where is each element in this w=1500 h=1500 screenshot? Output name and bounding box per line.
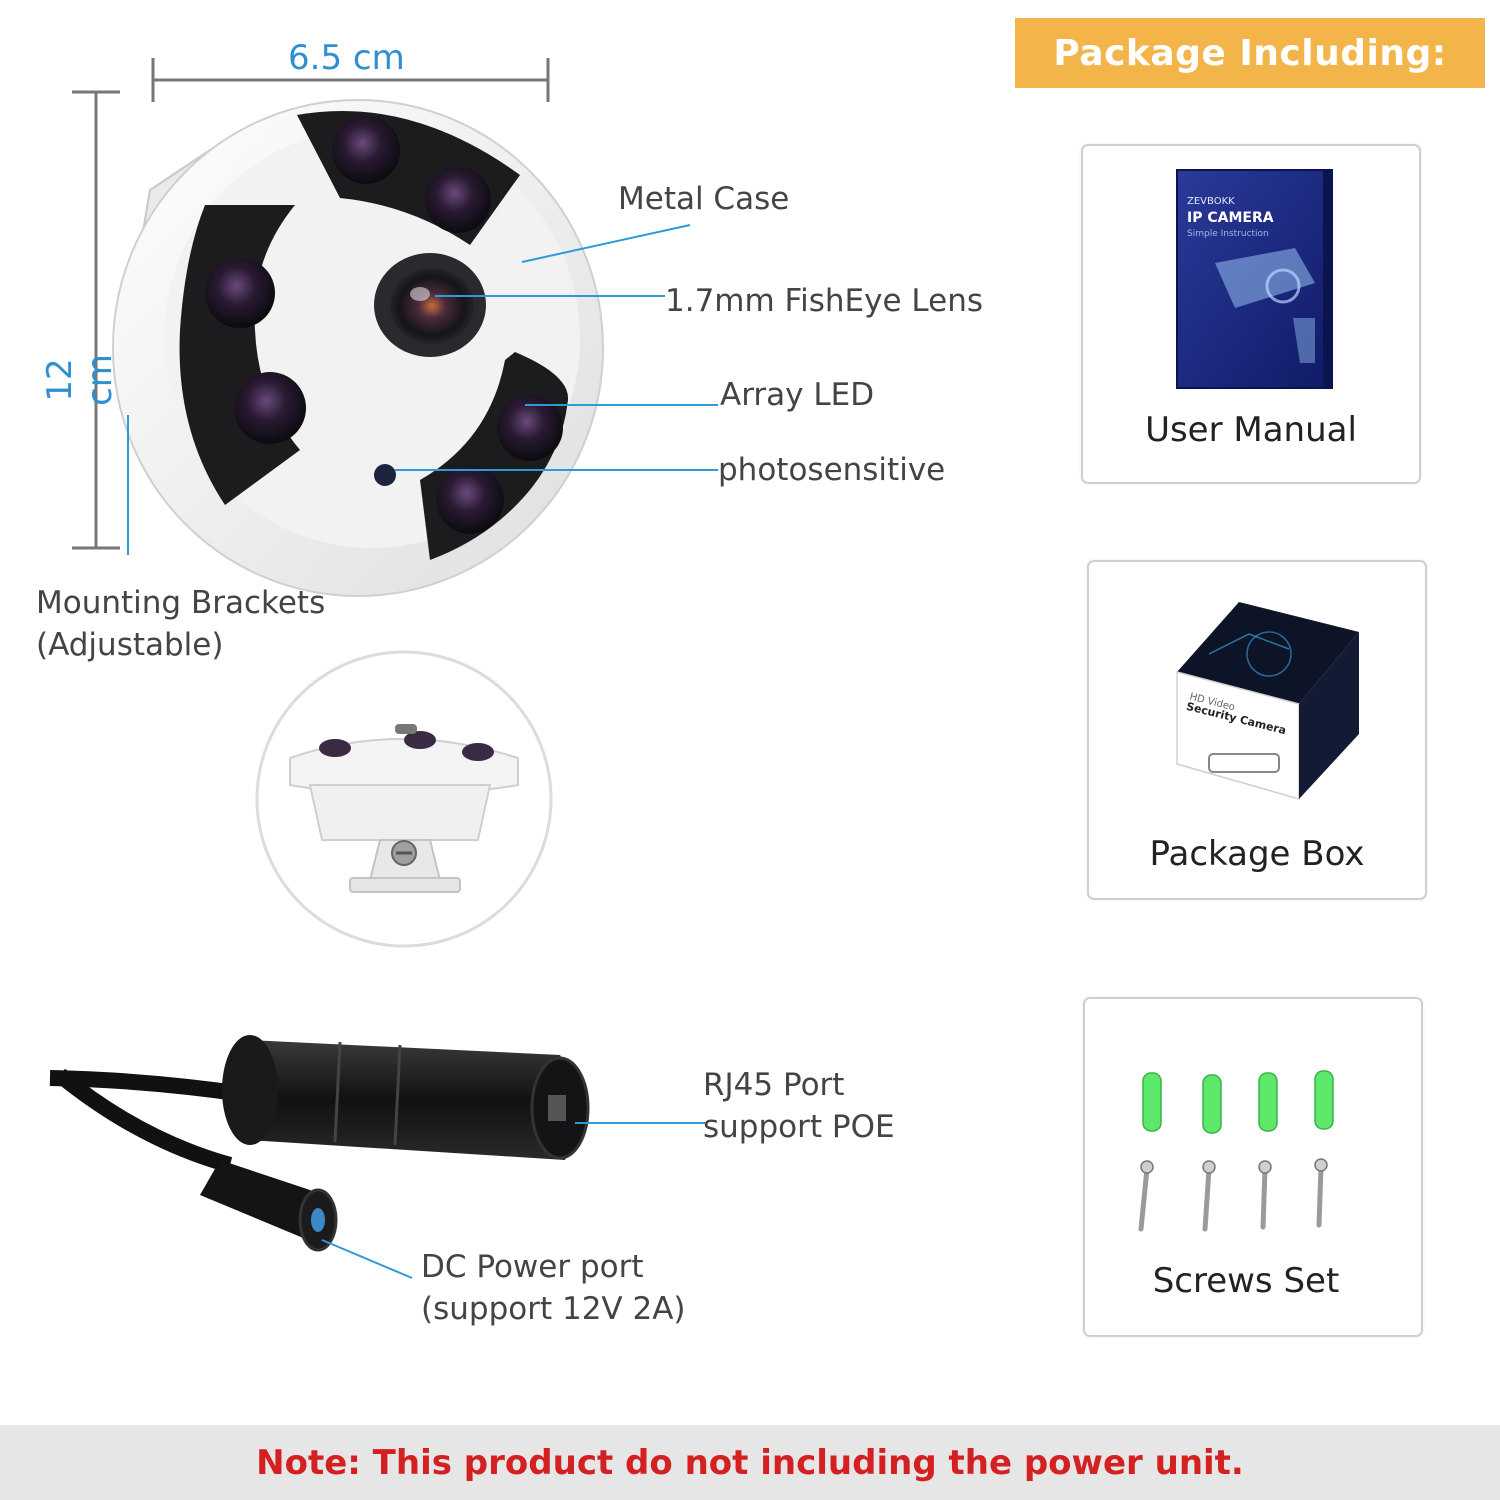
dc-power-callout-sub: (support 12V 2A) xyxy=(421,1291,686,1327)
photosensitive-callout: photosensitive xyxy=(718,452,946,488)
rj45-callout-sub: support POE xyxy=(703,1109,895,1145)
screw-3 xyxy=(1260,1166,1268,1230)
wall-anchor-4 xyxy=(1314,1070,1334,1130)
screws-image xyxy=(1138,1070,1334,1232)
screw-2 xyxy=(1202,1166,1212,1232)
screws-set-label: Screws Set xyxy=(1152,1261,1340,1301)
rj45-callout: RJ45 Port xyxy=(703,1067,845,1103)
width-dimension-label: 6.5 cm xyxy=(288,38,405,78)
side-view xyxy=(255,650,553,948)
cable-leader-lines xyxy=(321,1122,705,1279)
package-header: Package Including: xyxy=(1015,18,1485,88)
user-manual-label: User Manual xyxy=(1145,410,1357,450)
manual-brand: ZEVBOKK xyxy=(1187,196,1235,207)
wall-anchor-1 xyxy=(1142,1072,1162,1132)
package-box-card: HD Video Security Camera Package Box xyxy=(1087,560,1427,900)
callout-leader-lines xyxy=(127,224,718,555)
user-manual-image xyxy=(1176,169,1333,389)
manual-subtitle: Simple Instruction xyxy=(1187,229,1269,239)
package-box-image xyxy=(1176,602,1359,800)
mounting-brackets-callout: Mounting Brackets xyxy=(36,585,326,621)
screw-4 xyxy=(1316,1164,1324,1228)
poe-cable xyxy=(49,1035,590,1252)
metal-case-callout: Metal Case xyxy=(618,181,790,217)
fisheye-lens-callout: 1.7mm FishEye Lens xyxy=(665,283,983,319)
screws-set-card: Screws Set xyxy=(1083,997,1423,1337)
height-dimension-line xyxy=(72,90,120,550)
package-box-label: Package Box xyxy=(1149,834,1365,874)
power-unit-note: Note: This product do not including the … xyxy=(256,1442,1244,1483)
wall-anchor-3 xyxy=(1258,1072,1278,1132)
height-dimension-label: 12 cm xyxy=(40,354,120,406)
array-led-callout: Array LED xyxy=(720,377,875,413)
dome-camera xyxy=(112,99,604,597)
note-bar: Note: This product do not including the … xyxy=(0,1425,1500,1500)
manual-title: IP CAMERA xyxy=(1187,210,1274,226)
wall-anchor-2 xyxy=(1202,1074,1222,1134)
width-dimension-line xyxy=(151,58,550,102)
mounting-brackets-callout-sub: (Adjustable) xyxy=(36,627,224,663)
screw-1 xyxy=(1138,1166,1150,1232)
dc-power-callout: DC Power port xyxy=(421,1249,644,1285)
user-manual-card: ZEVBOKK IP CAMERA Simple Instruction Use… xyxy=(1081,144,1421,484)
